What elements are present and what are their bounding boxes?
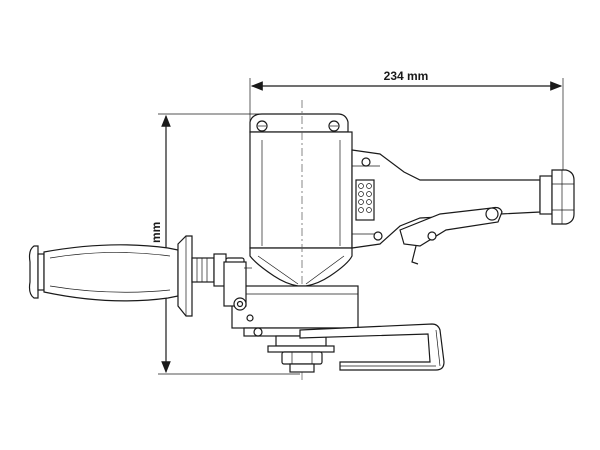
wheel-guard (299, 323, 445, 371)
width-dimension-label: 234 mm (384, 69, 429, 83)
trigger-pivot (485, 207, 499, 221)
inlet-fitting (551, 169, 575, 225)
side-handle (28, 235, 245, 317)
trigger-pin (427, 231, 437, 241)
motor-cone (249, 247, 353, 287)
gear-head-body (231, 285, 359, 329)
arm-screw-top (361, 157, 371, 167)
handle-stem (191, 257, 215, 283)
gear-screw-1 (246, 314, 254, 322)
motor-top-cap (249, 113, 349, 133)
arm-body (351, 149, 541, 249)
motor-housing (249, 100, 353, 382)
handle-end-ring (37, 253, 45, 291)
inlet-collar (539, 175, 553, 215)
outer-flange (267, 345, 335, 353)
motor-body (249, 131, 353, 249)
safety-latch (411, 245, 419, 265)
gear-screw-2 (253, 327, 263, 337)
air-inlet (539, 169, 575, 225)
spindle-tip (289, 363, 315, 373)
handle-flange (177, 235, 193, 317)
arm-screw-bottom (373, 231, 383, 241)
guard-shell (299, 323, 445, 371)
tool-arm (351, 149, 541, 249)
handle-end-cap (28, 245, 39, 299)
arm-ribs (355, 179, 375, 221)
handle-grip (43, 244, 179, 302)
trigger-lever (399, 206, 503, 265)
spindle-nut (281, 351, 323, 365)
